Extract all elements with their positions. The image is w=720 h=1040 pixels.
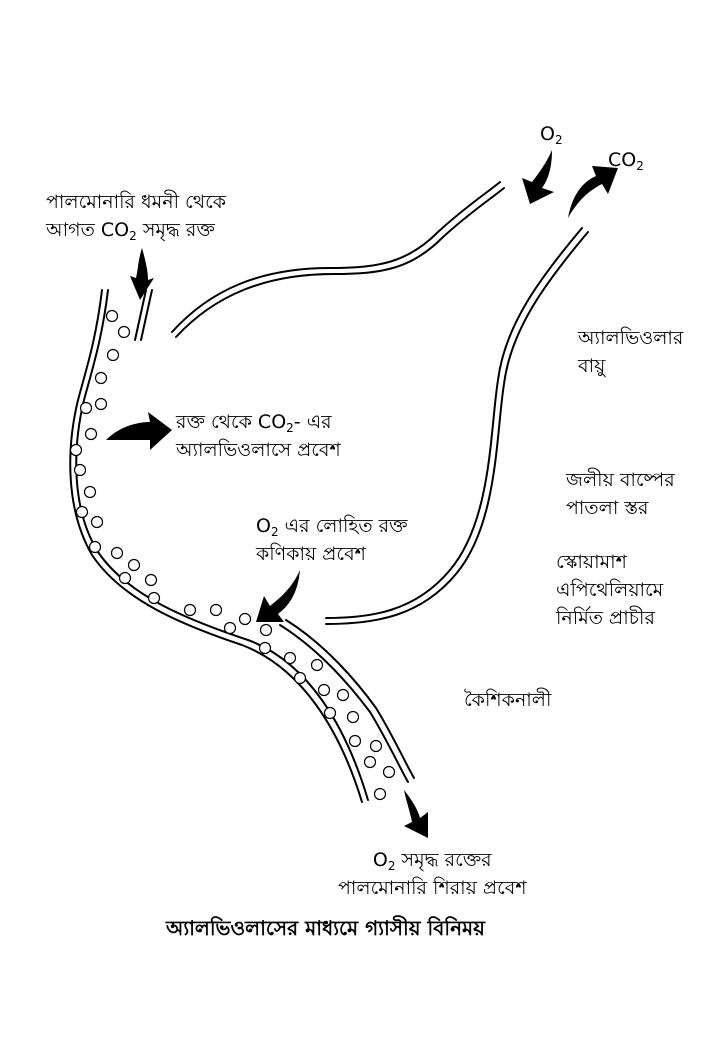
capillary-inner-wall <box>279 624 409 783</box>
alveolar-air-line1: অ্যালভিওলার <box>578 327 684 349</box>
red-blood-cell <box>90 515 104 529</box>
red-blood-cell <box>259 623 273 637</box>
red-blood-cell <box>323 706 337 720</box>
co2-exit-arrow <box>106 412 172 450</box>
capillary-text: কৈশিকনালী <box>464 689 552 711</box>
red-blood-cell <box>73 463 87 477</box>
red-blood-cell <box>127 558 141 572</box>
co2-exit-line1: রক্ত থেকে CO2- এর <box>176 411 332 435</box>
vein-out-label: O2 সমৃদ্ধ রক্তের পালমোনারি শিরায় প্রবেশ <box>338 846 527 902</box>
squamous-label: স্কোয়ামাশ এপিথেলিয়ামে নির্মিত প্রাচীর <box>556 548 663 632</box>
red-blood-cell <box>84 427 98 441</box>
vein-out-line1: O2 সমৃদ্ধ রক্তের <box>372 849 492 873</box>
artery-in-label: পালমোনারি ধমনী থেকে আগত CO2 সমৃদ্ধ রক্ত <box>46 188 226 244</box>
co2-exit-line2: অ্যালভিওলাসে প্রবেশ <box>176 439 341 461</box>
o2-entry-line2: কণিকায় প্রবেশ <box>256 543 366 565</box>
red-blood-cell <box>317 683 331 697</box>
water-vapor-label: জলীয় বাষ্পের পাতলা স্তর <box>566 466 675 522</box>
red-blood-cell <box>238 612 252 626</box>
co2-out-arrow <box>568 166 618 218</box>
red-blood-cell <box>346 710 360 724</box>
squamous-line3: নির্মিত প্রাচীর <box>556 607 655 629</box>
red-blood-cell <box>183 603 197 617</box>
co2-top-label: CO2 <box>608 146 644 174</box>
o2-entry-label: O2 এর লোহিত রক্ত কণিকায় প্রবেশ <box>256 512 408 568</box>
red-blood-cell <box>283 651 297 665</box>
alveolus-left-wall-second <box>175 187 505 338</box>
capillary-outer-wall-inner <box>75 289 369 801</box>
diagram-title: অ্যালভিওলাসের মাধ্যমে গ্যাসীয় বিনিময় <box>166 914 485 942</box>
alveolar-air-line2: বায়ু <box>578 355 606 377</box>
red-blood-cell <box>105 309 119 323</box>
red-blood-cell <box>147 591 161 605</box>
artery-entry-arrow <box>130 248 154 300</box>
alveolar-air-label: অ্যালভিওলার বায়ু <box>578 324 683 380</box>
vein-out-arrow <box>404 790 428 838</box>
red-blood-cell <box>75 505 89 519</box>
red-blood-cell <box>336 688 350 702</box>
squamous-line1: স্কোয়ামাশ <box>556 551 627 573</box>
o2-top-text: O <box>540 123 555 145</box>
red-blood-cell <box>118 571 132 585</box>
capillary-label: কৈশিকনালী <box>464 686 551 714</box>
red-blood-cell <box>106 348 120 362</box>
capillary-outer-wall <box>69 289 363 803</box>
red-blood-cell <box>94 371 108 385</box>
red-blood-cell <box>88 540 102 554</box>
red-blood-cell <box>363 755 377 769</box>
alveolus-right-wall <box>325 227 583 619</box>
capillary-inner-wall-second <box>285 619 415 779</box>
red-blood-cell <box>110 546 124 560</box>
red-blood-cell <box>348 734 362 748</box>
artery-in-line1: পালমোনারি ধমনী থেকে <box>46 191 226 213</box>
water-vapor-line2: পাতলা স্তর <box>566 497 649 519</box>
red-blood-cell <box>69 443 83 457</box>
red-blood-cell <box>223 621 237 635</box>
vein-out-line2: পালমোনারি শিরায় প্রবেশ <box>338 877 527 899</box>
co2-top-text: CO <box>608 149 637 171</box>
red-blood-cell <box>382 765 396 779</box>
red-blood-cell <box>293 671 307 685</box>
alveolus-left-wall <box>171 181 501 333</box>
o2-entry-line1: O2 এর লোহিত রক্ত <box>256 515 408 539</box>
red-blood-cell <box>83 485 97 499</box>
artery-in-line2: আগত CO2 সমৃদ্ধ রক্ত <box>46 219 215 243</box>
red-blood-cell <box>79 401 93 415</box>
squamous-line2: এপিথেলিয়ামে <box>556 579 664 601</box>
red-blood-cell <box>94 397 108 411</box>
o2-entry-arrow <box>256 570 300 622</box>
red-blood-cell <box>144 573 158 587</box>
co2-exit-label: রক্ত থেকে CO2- এর অ্যালভিওলাসে প্রবেশ <box>176 408 341 464</box>
water-vapor-line1: জলীয় বাষ্পের <box>566 469 675 491</box>
co2-top-subscript: 2 <box>636 159 644 173</box>
capillary-entry-stub <box>134 289 147 341</box>
red-blood-cell <box>369 739 383 753</box>
alveolus-right-wall-second <box>325 231 589 625</box>
red-blood-cell <box>310 658 324 672</box>
o2-in-arrow <box>522 150 554 204</box>
o2-top-label: O2 <box>540 120 563 148</box>
capillary-entry-stub-second <box>140 289 153 341</box>
red-blood-cell <box>117 325 131 339</box>
red-blood-cell <box>258 641 272 655</box>
diagram-title-text: অ্যালভিওলাসের মাধ্যমে গ্যাসীয় বিনিময় <box>166 916 485 940</box>
red-blood-cell <box>209 603 223 617</box>
red-blood-cell <box>373 787 387 801</box>
o2-top-subscript: 2 <box>554 133 563 147</box>
